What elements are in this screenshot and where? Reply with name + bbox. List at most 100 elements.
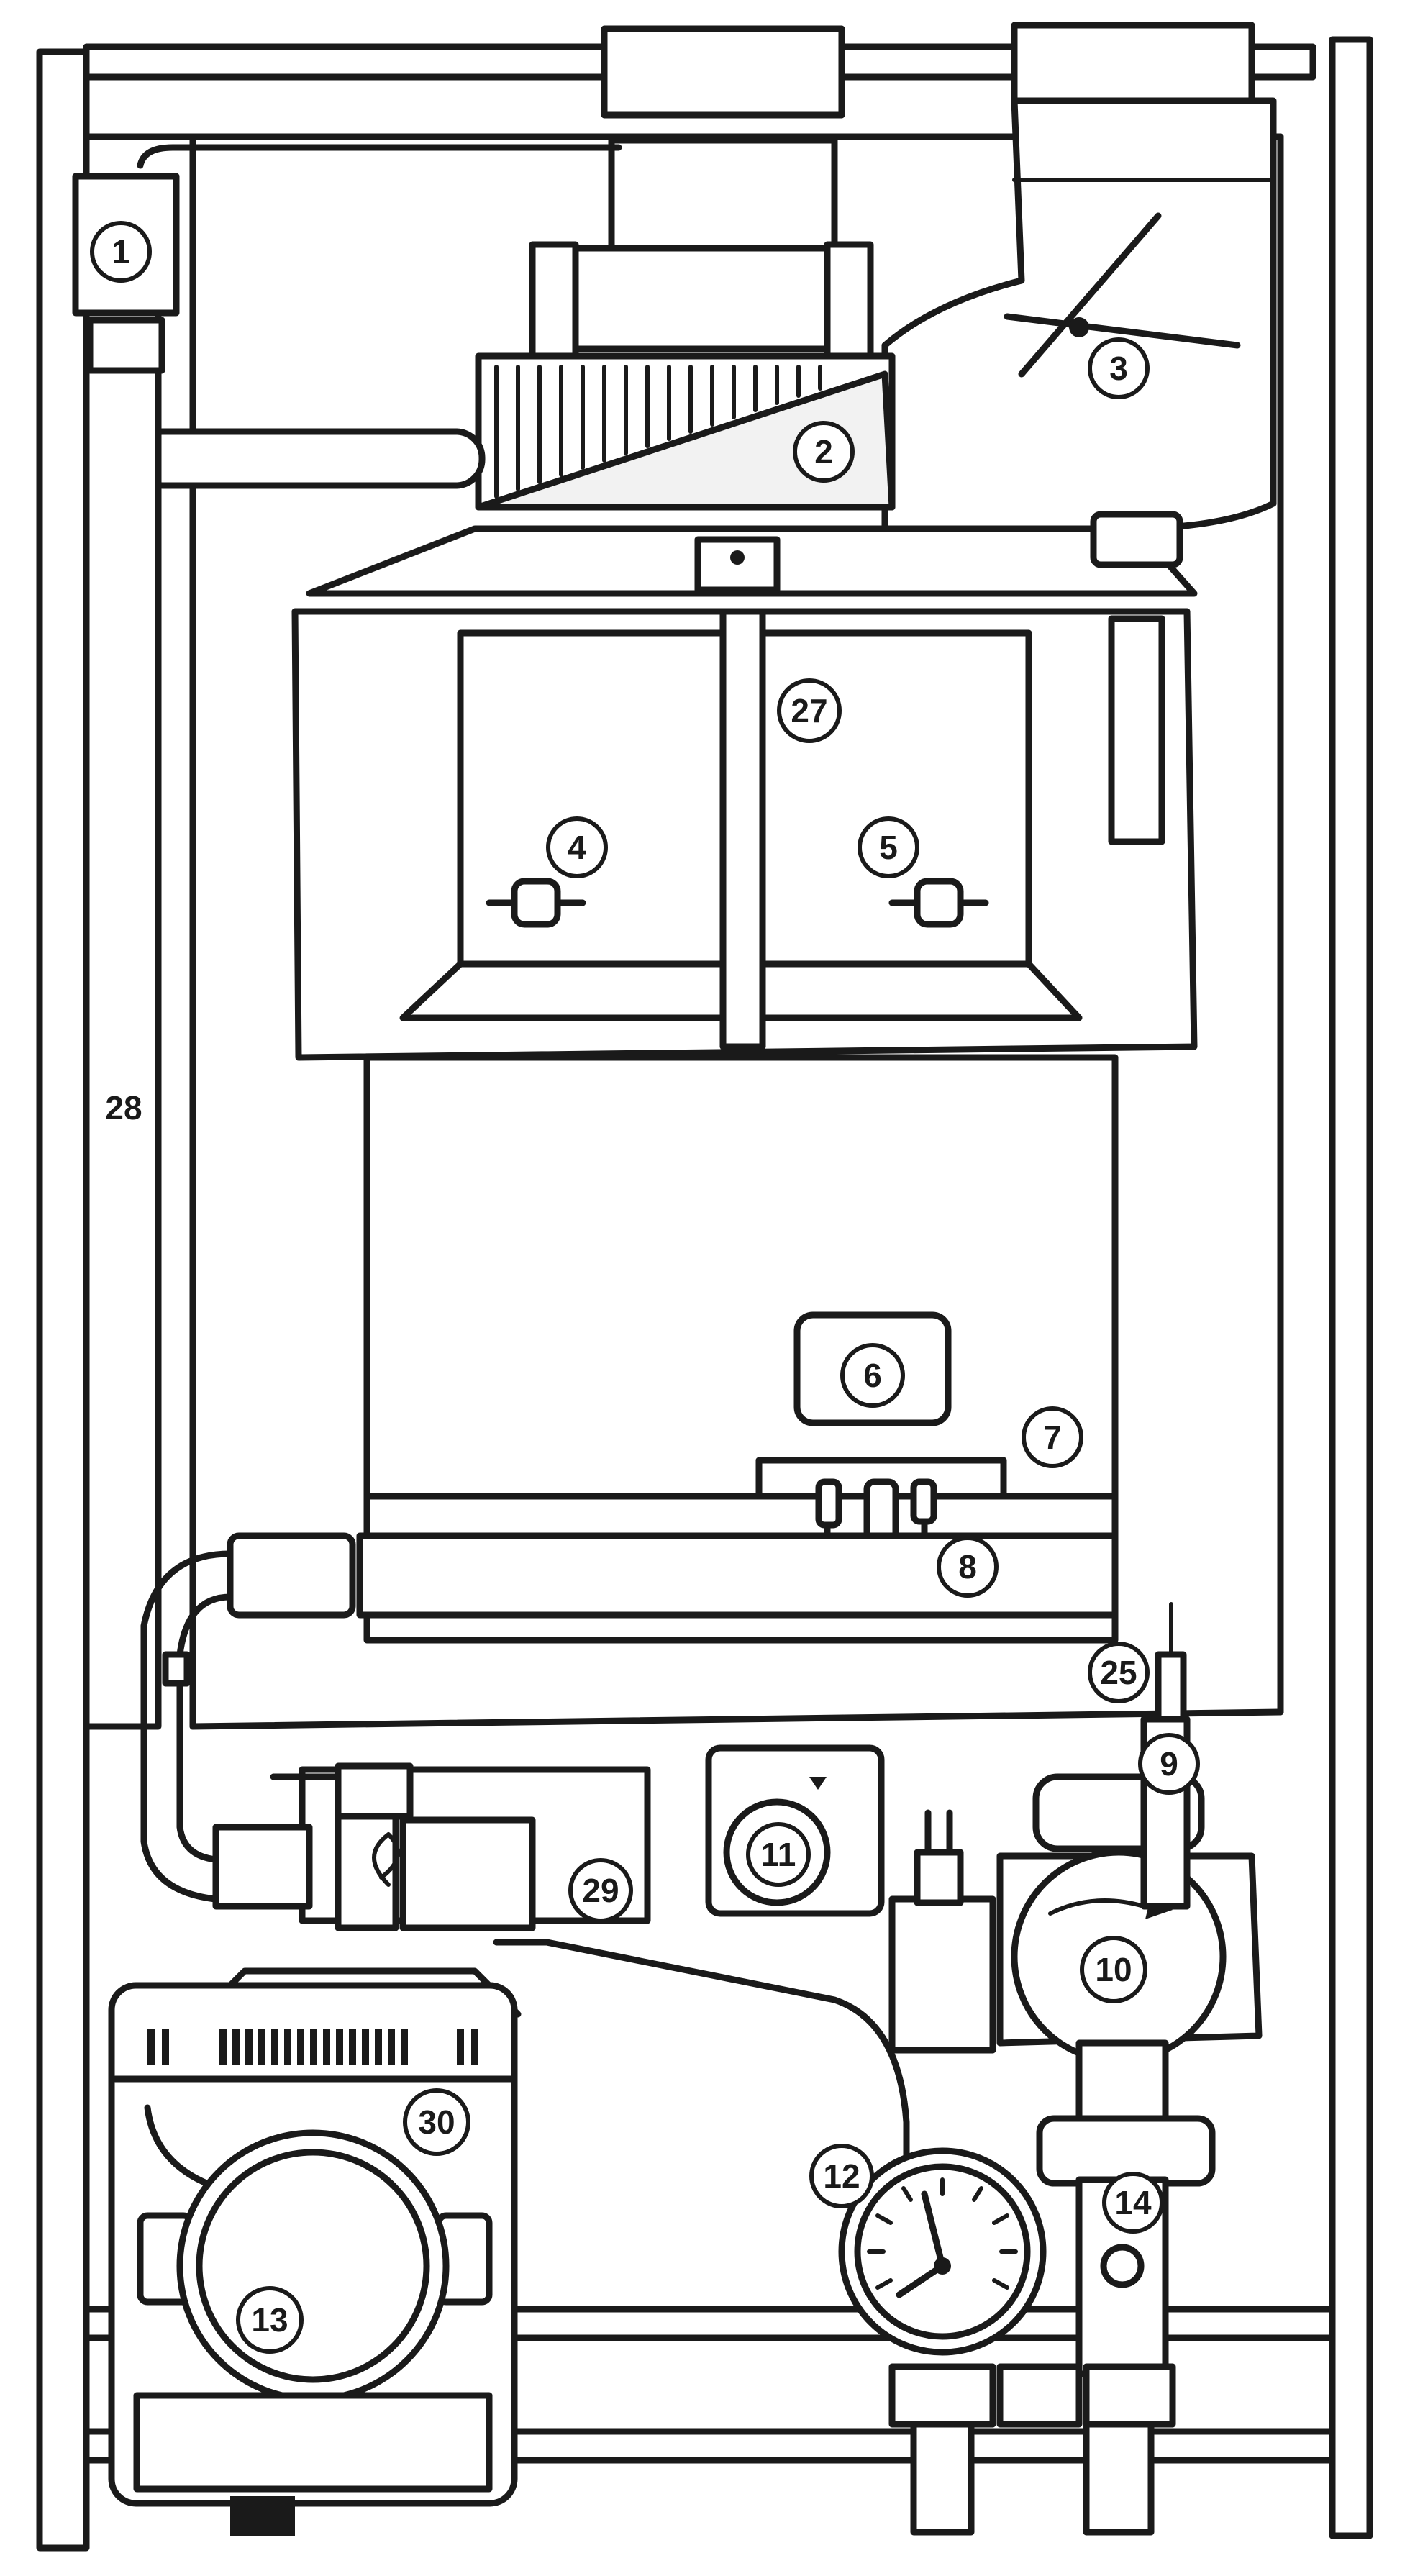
flow-pipe-left xyxy=(72,144,622,1730)
safety-valve-port xyxy=(1100,2244,1145,2288)
pressure-switch-bracket-left xyxy=(529,241,579,363)
gas-pipe-bend-outer xyxy=(140,1550,234,1903)
callout-11: 11 xyxy=(746,1822,811,1887)
callout-5: 5 xyxy=(858,816,919,878)
flow-valve-nut xyxy=(86,317,165,374)
callout-25: 25 xyxy=(1088,1642,1150,1703)
gauge-hub xyxy=(934,2257,951,2275)
svg-text:6: 6 xyxy=(863,1357,882,1394)
fan-damper-arm xyxy=(1004,313,1241,349)
combustion-chamber-base xyxy=(189,1708,1284,1730)
manifold-coupling xyxy=(227,1532,356,1619)
combustion-hood xyxy=(306,511,1198,597)
svg-text:29: 29 xyxy=(582,1872,619,1909)
callout-2: 2 xyxy=(793,421,855,483)
chamber-centre-bar xyxy=(719,608,766,1050)
flow-pipe-horizontal xyxy=(133,428,486,489)
expansion-unit-vent-icon xyxy=(147,2029,478,2065)
gauge-needle-2 xyxy=(921,2190,946,2270)
left-casing-rail xyxy=(36,48,90,2552)
callout-4: 4 xyxy=(546,816,608,878)
air-intake-collar xyxy=(1011,22,1255,108)
gauge-needle xyxy=(896,2262,946,2298)
fan-damper-blade xyxy=(1018,212,1162,378)
callout-29: 29 xyxy=(568,1858,633,1923)
svg-text:27: 27 xyxy=(791,692,827,729)
callout-6: 6 xyxy=(840,1343,905,1408)
gas-valve-wire xyxy=(372,1832,400,1887)
svg-text:4: 4 xyxy=(568,829,586,866)
svg-text:10: 10 xyxy=(1095,1951,1132,1988)
pressure-gauge xyxy=(838,2147,1047,2356)
fan-assembly xyxy=(881,97,1277,532)
flow-pipe-vertical xyxy=(83,212,162,1730)
combustion-chamber xyxy=(291,608,1198,1061)
callout-27: 27 xyxy=(777,678,842,743)
svg-text:9: 9 xyxy=(1160,1745,1178,1783)
burner-injector-left xyxy=(486,878,586,928)
gas-valve-solenoid xyxy=(335,1762,414,1820)
callout-30: 30 xyxy=(403,2088,470,2156)
fan-damper-pivot xyxy=(1069,317,1089,337)
label-28: 28 xyxy=(105,1089,142,1127)
pump-valve-cap xyxy=(914,1849,964,1906)
callout-12: 12 xyxy=(809,2144,874,2208)
callout-10: 10 xyxy=(1080,1936,1147,2003)
hood-right-fitting xyxy=(1090,511,1183,568)
callout-14: 14 xyxy=(1102,2172,1164,2234)
callout-7: 7 xyxy=(1022,1406,1083,1468)
svg-text:5: 5 xyxy=(879,829,898,866)
burner-manifold xyxy=(356,1532,1119,1619)
chamber-right-probe xyxy=(1108,615,1165,845)
flow-pipe-top-run xyxy=(137,144,622,169)
svg-text:12: 12 xyxy=(823,2157,860,2195)
burner-injector-right xyxy=(888,878,989,928)
flue-outlets xyxy=(601,22,1255,119)
expansion-unit-cable xyxy=(144,2104,219,2190)
gas-supply-pipe xyxy=(140,1550,234,1903)
svg-text:13: 13 xyxy=(251,2301,288,2339)
bottom-pipe-b xyxy=(1083,2421,1155,2536)
expansion-unit xyxy=(108,1967,522,2536)
callout-9: 9 xyxy=(1138,1733,1200,1795)
ignition-electrodes xyxy=(815,1478,937,1579)
gauge-ticks xyxy=(867,2177,1018,2290)
gas-pipe-clip xyxy=(162,1651,191,1687)
bottom-connector-right xyxy=(1083,2363,1176,2428)
svg-text:14: 14 xyxy=(1114,2184,1152,2221)
callout-3: 3 xyxy=(1088,337,1150,399)
pressure-switch-body xyxy=(608,137,838,252)
gas-valve-inlet xyxy=(212,1824,313,1910)
svg-text:11: 11 xyxy=(761,1836,796,1873)
pump-outlet-pipe-upper xyxy=(1075,2039,1169,2126)
pressure-switch-base xyxy=(543,245,867,352)
expansion-vessel-face xyxy=(196,2149,430,2383)
hood-sensor-dot xyxy=(730,550,745,565)
pump-rotation-arc xyxy=(1048,1898,1146,1916)
pump-valve-body xyxy=(888,1895,996,2054)
callout-8: 8 xyxy=(937,1536,999,1598)
circulating-pump xyxy=(888,1602,1263,2065)
right-casing-rail xyxy=(1329,36,1373,2539)
modulator-arrow-icon xyxy=(809,1777,827,1790)
main-housing xyxy=(227,1054,1119,1644)
bottom-connector-left xyxy=(888,2363,996,2428)
callout-13: 13 xyxy=(236,2286,304,2354)
bottom-connections xyxy=(888,2363,1176,2536)
expansion-unit-foot xyxy=(133,2392,493,2493)
svg-text:2: 2 xyxy=(814,433,833,470)
callout-1: 1 xyxy=(90,221,152,283)
air-pressure-switch-block xyxy=(529,137,874,363)
svg-text:3: 3 xyxy=(1109,350,1128,387)
bottom-connector-mid xyxy=(996,2363,1083,2428)
pressure-switch-bracket-right xyxy=(824,241,874,363)
return-pipe xyxy=(493,1939,910,2169)
heat-exchanger-fins xyxy=(494,365,822,499)
svg-text:7: 7 xyxy=(1043,1419,1062,1456)
gas-valve-coil xyxy=(399,1816,536,1931)
bottom-pipe-a xyxy=(910,2421,975,2536)
svg-text:25: 25 xyxy=(1100,1654,1137,1691)
fan-housing xyxy=(881,97,1277,532)
flue-collar xyxy=(601,25,845,119)
